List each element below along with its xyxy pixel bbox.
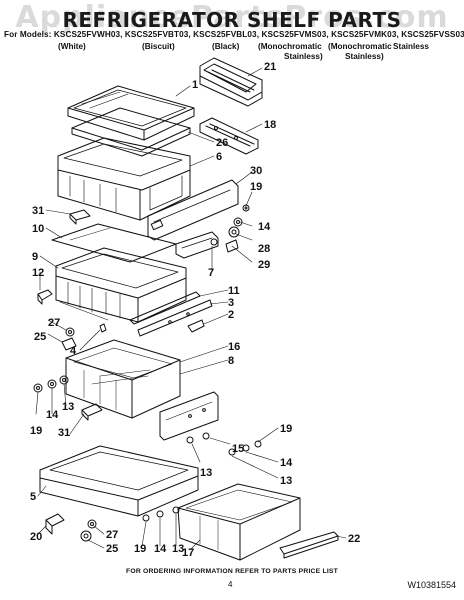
callout-label: 31 xyxy=(32,205,44,217)
callout-label: 20 xyxy=(30,531,42,543)
callout-label: 25 xyxy=(106,543,118,555)
models-line: For Models: KSCS25FVWH03, KSCS25FVBT03, … xyxy=(4,30,464,39)
part-30-front-panel xyxy=(147,179,239,241)
callout-label: 13 xyxy=(62,401,74,413)
part-17-pan-drawer xyxy=(177,483,301,561)
part-26-shelf-frame xyxy=(71,107,191,157)
callout-label: 26 xyxy=(216,137,228,149)
part-2-clip xyxy=(187,319,205,333)
finish-mono-2: (Monochromatic xyxy=(328,42,392,51)
callout-label: 14 xyxy=(46,409,59,421)
callout-label: 27 xyxy=(48,317,60,329)
callout-label: 1 xyxy=(192,79,198,91)
part-15-drawer-front xyxy=(159,391,219,441)
callout-label: 21 xyxy=(264,61,276,73)
leader-lines xyxy=(35,67,347,551)
part-5-bottom-tray xyxy=(39,445,199,517)
hardware-left-upper xyxy=(61,323,107,351)
finish-biscuit: (Biscuit) xyxy=(142,42,175,51)
callout-label: 16 xyxy=(228,341,240,353)
callout-label: 7 xyxy=(208,267,214,279)
part-18-rail xyxy=(199,117,259,155)
hardware-right-middle xyxy=(186,432,262,456)
part-31-clip-upper xyxy=(69,209,91,225)
callout-label: 9 xyxy=(32,251,38,263)
finish-black: (Black) xyxy=(212,42,240,51)
finish-stainless: Stainless xyxy=(393,42,429,51)
hardware-bottom xyxy=(80,506,180,542)
callout-label: 30 xyxy=(250,165,262,177)
hardware-left-middle xyxy=(33,375,69,393)
callout-label: 29 xyxy=(258,259,270,271)
callout-label: 14 xyxy=(280,457,293,469)
part-16-crisper-drawer xyxy=(65,339,181,419)
document-id: W10381554 xyxy=(407,580,456,590)
part-6-crisper-cover xyxy=(57,137,191,221)
hardware-right-upper xyxy=(225,204,250,253)
callout-label: 15 xyxy=(232,443,244,455)
page-number: 4 xyxy=(228,580,233,589)
part-7-slide xyxy=(175,231,219,259)
part-12-bracket xyxy=(37,289,53,305)
callout-label: 13 xyxy=(280,475,292,487)
callout-label: 19 xyxy=(30,425,42,437)
part-31-clip-lower xyxy=(81,403,103,421)
callout-label: 31 xyxy=(58,427,70,439)
callout-label: 19 xyxy=(280,423,292,435)
callout-label: 27 xyxy=(106,529,118,541)
callout-label: 12 xyxy=(32,267,44,279)
callout-label: 2 xyxy=(228,309,234,321)
callout-label: 14 xyxy=(154,543,167,555)
callout-label: 5 xyxy=(30,491,36,503)
finish-mono-1-line2: Stainless) xyxy=(284,52,323,61)
callout-label: 8 xyxy=(228,355,234,367)
callout-label: 14 xyxy=(258,221,271,233)
finish-white: (White) xyxy=(58,42,86,51)
part-1-glass-shelf xyxy=(67,85,195,141)
part-22-handle xyxy=(279,531,339,559)
callout-label: 28 xyxy=(258,243,270,255)
callout-label: 13 xyxy=(200,467,212,479)
part-21-rail xyxy=(199,57,263,107)
callout-label: 18 xyxy=(264,119,276,131)
callout-label: 4 xyxy=(70,345,77,357)
callout-label: 6 xyxy=(216,151,222,163)
callout-label: 13 xyxy=(172,543,184,555)
callout-label: 17 xyxy=(182,547,194,559)
callout-label: 19 xyxy=(250,181,262,193)
part-3-rail xyxy=(137,299,213,337)
finish-mono-2-line2: Stainless) xyxy=(345,52,384,61)
part-20-clip xyxy=(45,513,65,535)
callout-label: 11 xyxy=(228,285,240,297)
callout-label: 22 xyxy=(348,533,360,545)
callout-label: 10 xyxy=(32,223,44,235)
callout-label: 25 xyxy=(34,331,46,343)
footer-note: FOR ORDERING INFORMATION REFER TO PARTS … xyxy=(125,568,339,575)
page-title: REFRIGERATOR SHELF PARTS xyxy=(62,8,402,32)
callout-label: 19 xyxy=(134,543,146,555)
finish-mono-1: (Monochromatic xyxy=(258,42,322,51)
callout-label: 3 xyxy=(228,297,234,309)
